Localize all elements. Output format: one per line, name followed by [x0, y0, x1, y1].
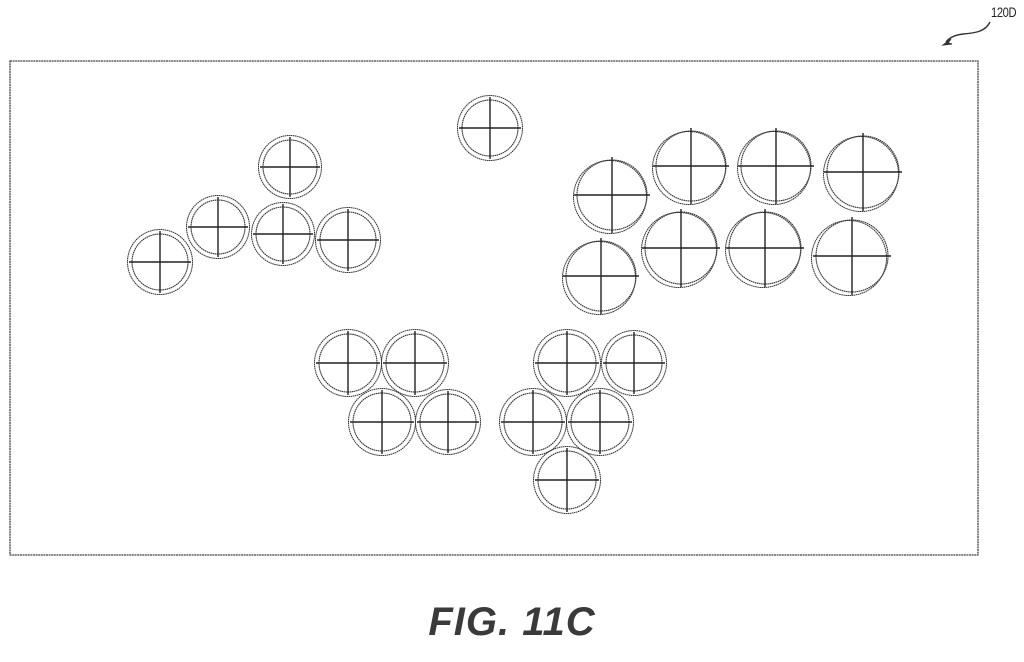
- outer-ring: [811, 220, 887, 296]
- outer-ring: [573, 160, 647, 234]
- crosshair-circle-icon: [314, 329, 382, 397]
- outer-ring: [457, 95, 523, 161]
- crosshair-circle-icon: [652, 128, 729, 205]
- crosshair-circle-icon: [533, 329, 601, 397]
- outer-ring: [562, 241, 636, 315]
- crosshair-circle-icon: [186, 195, 250, 259]
- crosshair-circle-icon: [381, 329, 449, 397]
- outer-ring: [186, 195, 250, 259]
- crosshair-circle-icon: [823, 133, 902, 212]
- reference-arrow-icon: [941, 21, 991, 46]
- display-frame: [9, 60, 979, 556]
- crosshair-circle-icon: [566, 388, 634, 456]
- outer-ring: [315, 207, 381, 273]
- crosshair-circle-icon: [127, 229, 193, 295]
- outer-ring: [381, 329, 449, 397]
- crosshair-circle-icon: [725, 209, 804, 288]
- crosshair-circle-icon: [258, 135, 322, 199]
- reference-label: 120D: [991, 4, 1017, 20]
- outer-ring: [725, 212, 801, 288]
- crosshair-circle-icon: [348, 388, 416, 456]
- outer-ring: [533, 329, 601, 397]
- outer-ring: [127, 229, 193, 295]
- crosshair-circle-icon: [601, 330, 667, 396]
- crosshair-circle-icon: [573, 157, 650, 234]
- outer-ring: [601, 330, 667, 396]
- figure-caption: FIG. 11C: [428, 600, 596, 644]
- crosshair-circle-icon: [811, 217, 891, 296]
- crosshair-circle-icon: [737, 128, 814, 205]
- outer-ring: [823, 136, 899, 212]
- outer-ring: [415, 389, 481, 455]
- crosshair-circle-icon: [315, 207, 381, 273]
- outer-ring: [533, 446, 601, 514]
- crosshair-circle-icon: [499, 388, 567, 456]
- crosshair-circles-group: [127, 95, 902, 514]
- outer-ring: [566, 388, 634, 456]
- crosshair-circle-icon: [562, 238, 639, 315]
- outer-ring: [258, 135, 322, 199]
- crosshair-circle-icon: [533, 446, 601, 514]
- outer-ring: [737, 131, 811, 205]
- crosshair-circle-icon: [415, 389, 481, 455]
- crosshair-circle-icon: [641, 209, 720, 288]
- crosshair-circle-icon: [251, 202, 315, 266]
- crosshair-circle-icon: [457, 95, 523, 161]
- outer-ring: [641, 212, 717, 288]
- outer-ring: [652, 131, 726, 205]
- outer-ring: [251, 202, 315, 266]
